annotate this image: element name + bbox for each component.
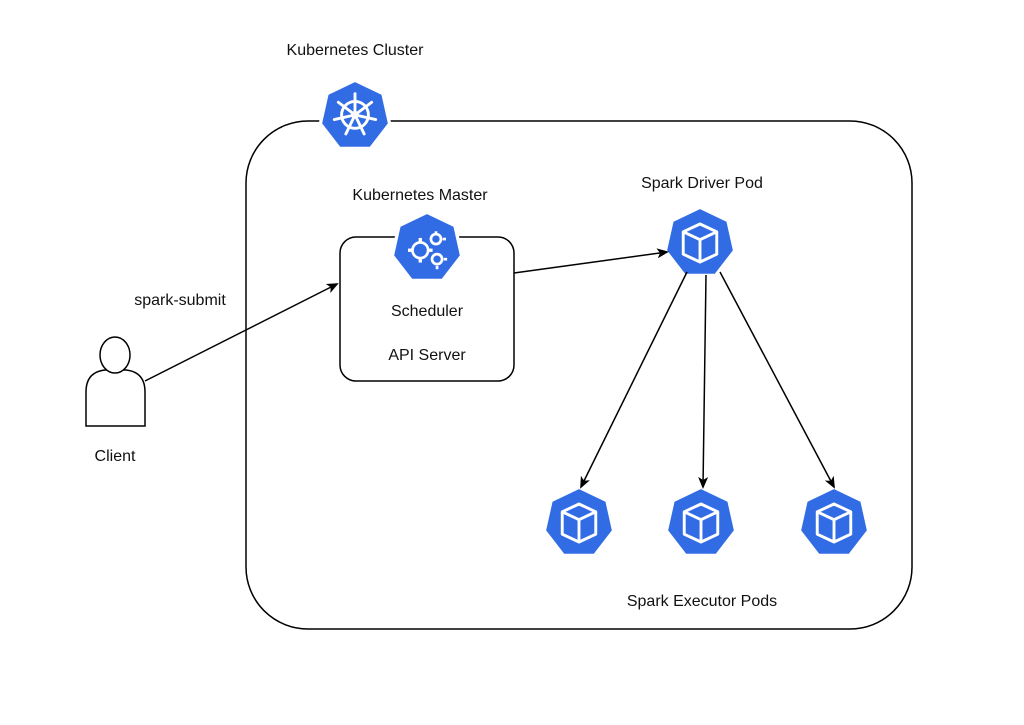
submit-label: spark-submit: [134, 292, 226, 309]
driver-to-executor-arrow: [698, 274, 709, 489]
driver-to-executor-arrow: [580, 271, 688, 489]
kubernetes-cluster-boundary: [245, 120, 913, 630]
kubernetes-pod-cube-icon: [797, 485, 871, 558]
api-server-label: API Server: [388, 347, 466, 364]
cluster-label: Kubernetes Cluster: [287, 42, 425, 59]
client-label: Client: [95, 448, 136, 465]
submit-arrow: [144, 283, 339, 382]
master-to-driver-arrow: [513, 248, 669, 274]
kubernetes-pod-cube-icon: [542, 485, 616, 558]
kubernetes-helm-icon: [318, 78, 392, 151]
master-label: Kubernetes Master: [352, 187, 488, 204]
kubernetes-pod-cube-icon: [664, 485, 738, 558]
kubernetes-gears-icon: [390, 210, 464, 283]
executors-label: Spark Executor Pods: [627, 593, 777, 610]
driver-to-executor-arrow: [719, 271, 835, 489]
user-person-icon: [85, 336, 146, 427]
driver-label: Spark Driver Pod: [641, 175, 763, 192]
kubernetes-pod-cube-icon: [663, 205, 737, 278]
scheduler-label: Scheduler: [391, 303, 464, 320]
